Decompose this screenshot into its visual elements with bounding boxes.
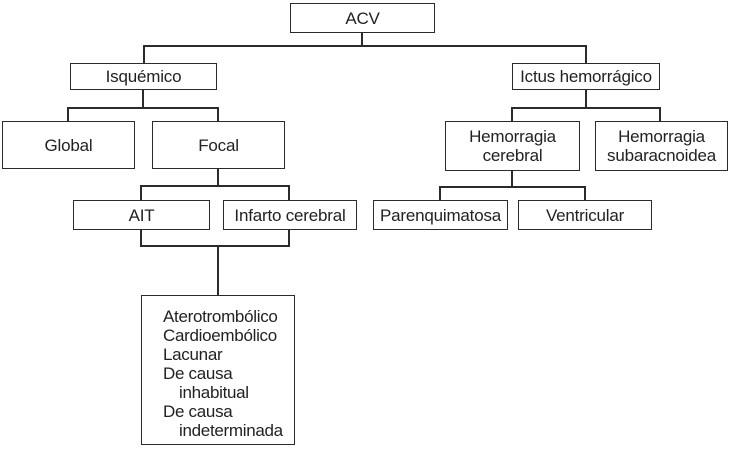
edge-acv-to-isquemico [143, 45, 145, 63]
edge-acv-bar [143, 45, 587, 47]
edge-hemcerebral-bar [439, 186, 586, 188]
edge-ictus-bar [511, 107, 661, 109]
node-isquemico: Isquémico [70, 63, 217, 90]
node-subtipos-infarto: Aterotrombólico Cardioembólico Lacunar D… [141, 295, 295, 445]
edge-acv-to-ictus [585, 45, 587, 63]
edge-ictus-to-hemcerebral [511, 107, 513, 121]
edge-acv-stem [361, 33, 363, 45]
edge-focal-bar [140, 185, 290, 187]
node-hemorragia-cerebral: Hemorragia cerebral [445, 121, 580, 171]
edge-merge-to-subtipos [217, 245, 219, 295]
subtipo-item: Lacunar [163, 345, 223, 364]
subtipo-item: Aterotrombólico [163, 307, 278, 326]
edge-hemcerebral-stem [511, 171, 513, 186]
edge-isquemico-bar [67, 107, 219, 109]
edge-isquemico-to-focal [217, 107, 219, 121]
node-global: Global [2, 121, 135, 169]
subtipo-item: Cardioembólico [163, 326, 277, 345]
node-focal: Focal [152, 121, 285, 169]
edge-merge-bar [140, 245, 290, 247]
edge-ictus-stem [585, 90, 587, 107]
edge-focal-to-ait [140, 185, 142, 200]
subtipo-item-continuation: indeterminada [179, 421, 283, 440]
node-ventricular: Ventricular [518, 200, 652, 230]
edge-isquemico-to-global [67, 107, 69, 121]
edge-hemcerebral-to-parenquimatosa [439, 186, 441, 200]
node-ait: AIT [73, 200, 210, 230]
edge-ait-down [140, 230, 142, 245]
edge-focal-to-infarto [288, 185, 290, 200]
node-ictus-hemorragico: Ictus hemorrágico [512, 63, 660, 90]
subtipo-item-continuation: inhabitual [179, 383, 249, 402]
subtipo-item: De causa [163, 364, 233, 383]
edge-infarto-down [288, 230, 290, 245]
edge-hemcerebral-to-ventricular [584, 186, 586, 200]
node-infarto-cerebral: Infarto cerebral [223, 200, 357, 230]
edge-isquemico-stem [142, 90, 144, 107]
edge-focal-stem [217, 169, 219, 185]
node-hemorragia-subaracnoidea: Hemorragia subaracnoidea [595, 121, 728, 171]
node-parenquimatosa: Parenquimatosa [373, 200, 508, 230]
subtipo-item: De causa [163, 402, 233, 421]
edge-ictus-to-hemsub [659, 107, 661, 121]
node-acv: ACV [290, 3, 435, 33]
